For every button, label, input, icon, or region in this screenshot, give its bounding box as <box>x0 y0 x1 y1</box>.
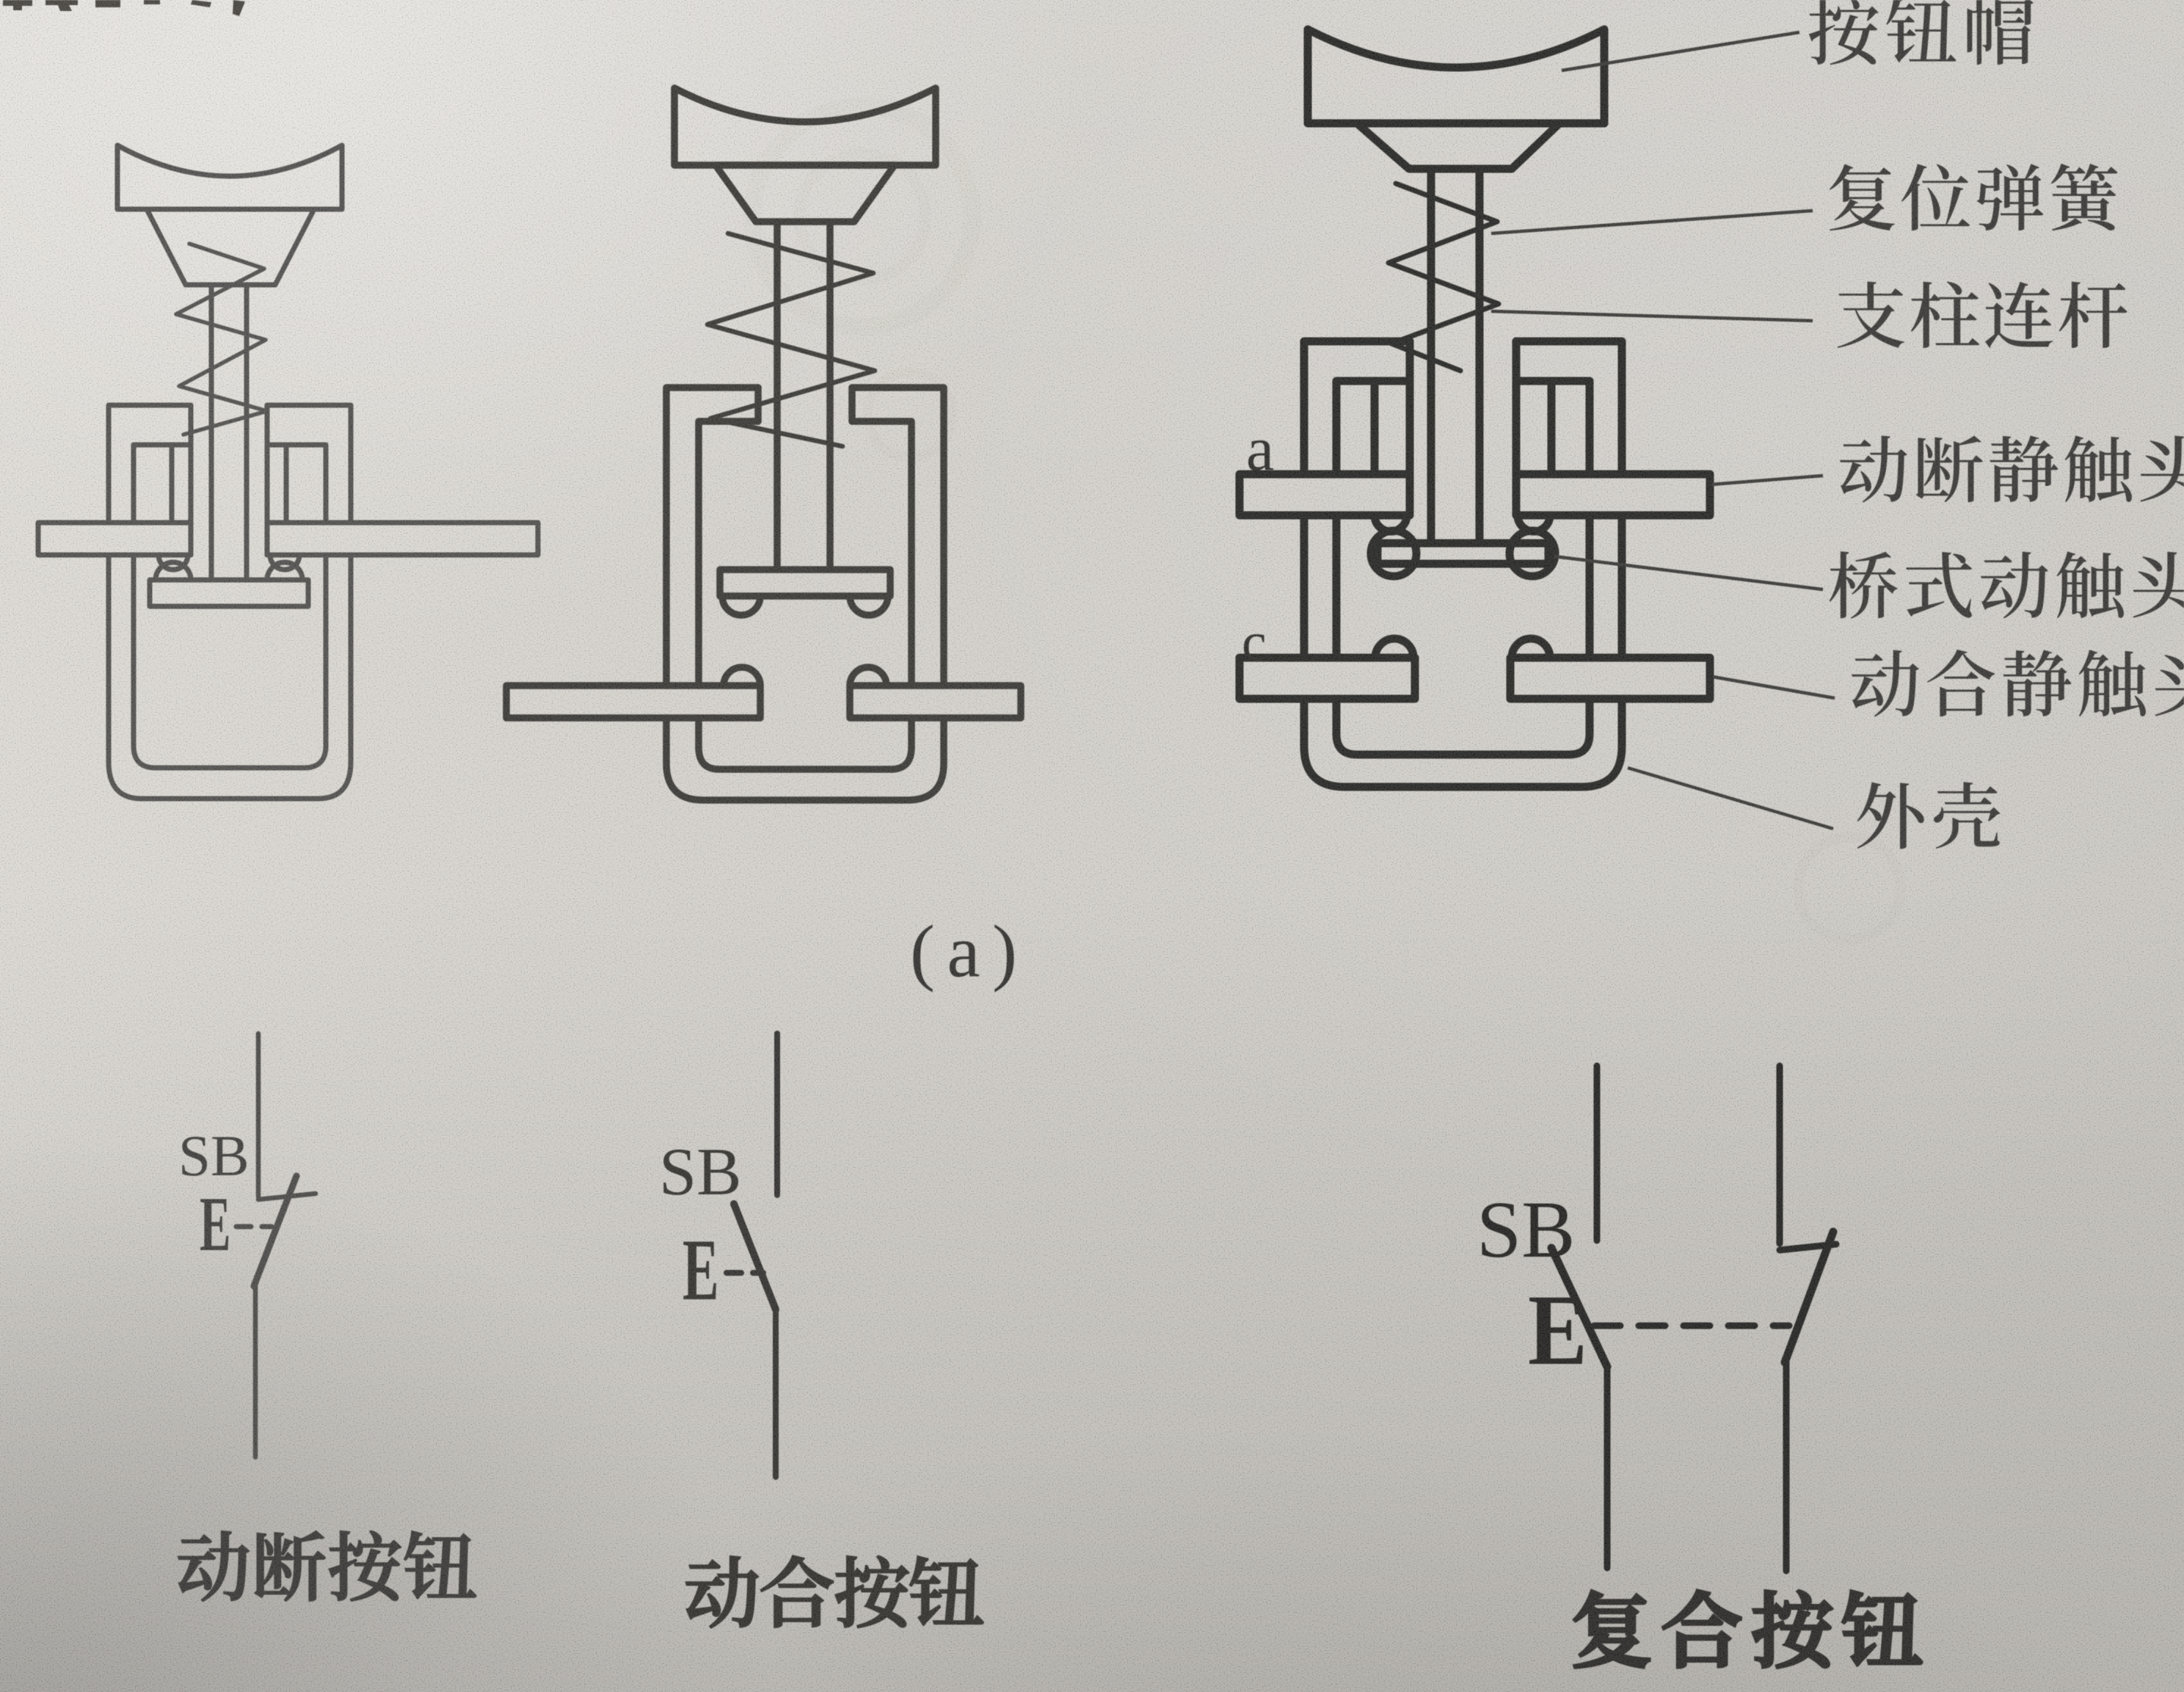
textbook-page-photo: a c (a) SB E SB E SB E <box>0 0 2184 1692</box>
photo-grain-overlay <box>0 0 2184 1692</box>
